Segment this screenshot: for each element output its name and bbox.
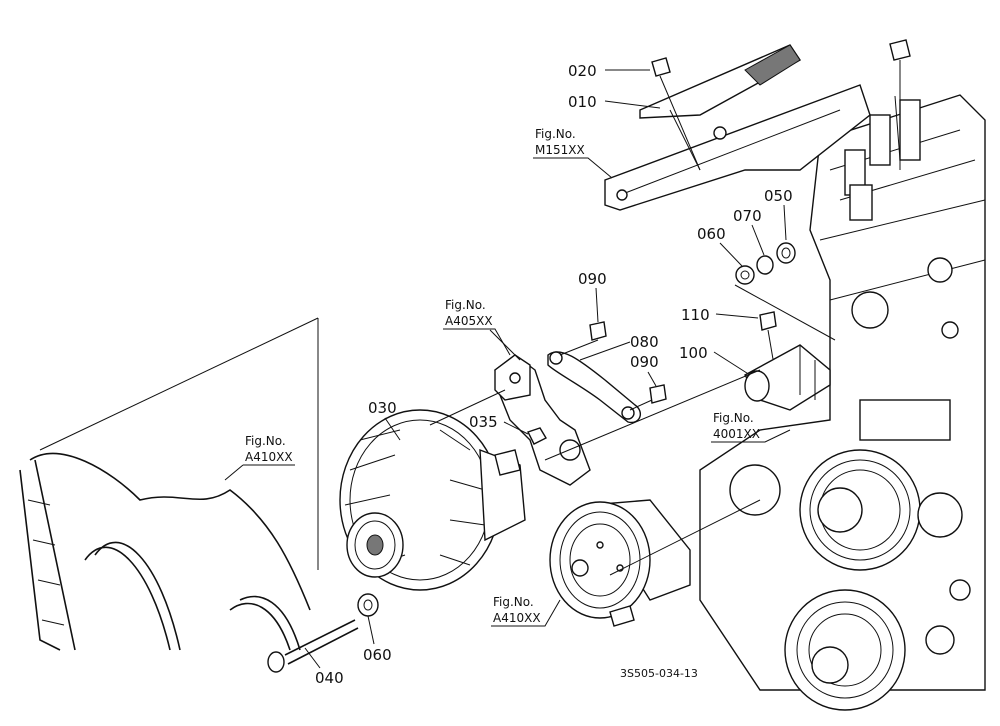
fig-ref-a410-bottom: Fig.No. A410XX xyxy=(491,595,561,627)
svg-text:4001XX: 4001XX xyxy=(713,427,760,441)
callout-010: 010 xyxy=(568,93,597,111)
fig-ref-4001: Fig.No. 4001XX xyxy=(711,411,791,443)
bolt-090a xyxy=(559,321,607,356)
callout-070: 070 xyxy=(733,207,762,225)
callout-090b: 090 xyxy=(630,353,659,371)
bolt-090b xyxy=(629,384,667,411)
fig-ref-a410-top: Fig.No. A410XX xyxy=(224,434,295,481)
callout-100: 100 xyxy=(679,344,708,362)
callout-090a: 090 xyxy=(578,270,607,288)
alternator-030 xyxy=(339,409,526,591)
washer-060 xyxy=(357,593,379,617)
svg-text:A410XX: A410XX xyxy=(493,611,541,625)
bracket-010 xyxy=(604,44,871,211)
callout-110: 110 xyxy=(681,306,710,324)
bolt-040 xyxy=(267,619,359,673)
v-belt xyxy=(19,452,311,651)
svg-text:Fig.No.: Fig.No. xyxy=(713,411,754,425)
fig-ref-m151: Fig.No. M151XX xyxy=(533,127,613,179)
leader-lines xyxy=(39,95,901,576)
svg-text:Fig.No.: Fig.No. xyxy=(493,595,534,609)
drawing-code: 3S505-034-13 xyxy=(620,667,698,680)
fig-ref-a405: Fig.No. A405XX xyxy=(443,298,511,356)
figure-references: Fig.No. M151XX Fig.No. A405XX Fig.No. A4… xyxy=(224,127,791,627)
svg-text:A405XX: A405XX xyxy=(445,314,493,328)
bolt-top-right xyxy=(889,39,911,170)
svg-text:A410XX: A410XX xyxy=(245,450,293,464)
callout-040: 040 xyxy=(315,669,344,687)
callout-020: 020 xyxy=(568,62,597,80)
water-pump xyxy=(549,499,691,627)
callout-060b: 060 xyxy=(363,646,392,664)
svg-text:Fig.No.: Fig.No. xyxy=(445,298,486,312)
callout-080: 080 xyxy=(630,333,659,351)
adjusting-link-080 xyxy=(547,351,642,424)
washer-set xyxy=(734,242,836,341)
callout-050: 050 xyxy=(764,187,793,205)
callout-035: 035 xyxy=(469,413,498,431)
callout-030: 030 xyxy=(368,399,397,417)
callout-labels: 020 010 050 070 060 090 110 080 090 100 … xyxy=(304,62,793,687)
callout-060a: 060 xyxy=(697,225,726,243)
alternator-bracket xyxy=(494,354,591,486)
tension-block-100 xyxy=(744,344,831,411)
bolt-020 xyxy=(651,57,701,171)
nut-035 xyxy=(527,427,547,445)
engine-block xyxy=(699,94,986,711)
svg-text:M151XX: M151XX xyxy=(535,143,585,157)
svg-text:Fig.No.: Fig.No. xyxy=(535,127,576,141)
svg-text:Fig.No.: Fig.No. xyxy=(245,434,286,448)
